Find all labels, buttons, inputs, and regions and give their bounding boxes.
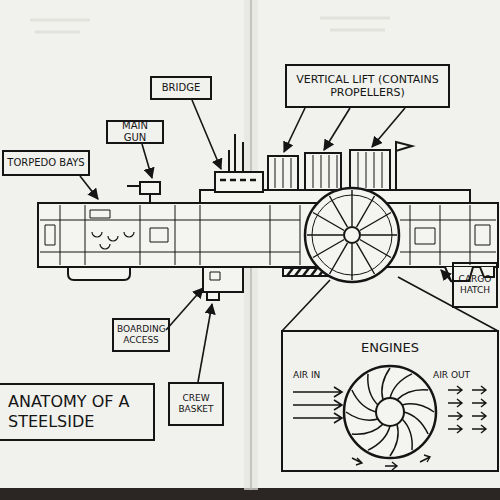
airship bbox=[38, 134, 498, 300]
hull-panels bbox=[40, 205, 496, 265]
air-in-arrows bbox=[293, 387, 342, 423]
leader-line bbox=[324, 108, 350, 150]
bridge-tower bbox=[215, 172, 263, 192]
rotation-arrows bbox=[352, 455, 430, 470]
hatch bbox=[210, 272, 220, 280]
leader-line bbox=[372, 108, 405, 147]
lift-housing bbox=[350, 150, 390, 190]
title-text: ANATOMY OF A STEELSIDE bbox=[8, 392, 145, 432]
leader-line bbox=[284, 108, 305, 152]
callout-label: TORPEDO BAYS bbox=[7, 157, 85, 169]
bridge-windows bbox=[220, 179, 256, 182]
callout-box: BRIDGE bbox=[150, 76, 212, 100]
fan-blades bbox=[346, 368, 434, 456]
lift-housing bbox=[305, 153, 341, 190]
lift-grille bbox=[275, 152, 382, 188]
air-out-arrows bbox=[448, 386, 486, 433]
leader-line bbox=[192, 100, 221, 169]
flow-label: AIR IN bbox=[293, 370, 353, 381]
flow-label: AIR OUT bbox=[433, 370, 497, 381]
callout-label: CARGO HATCH bbox=[457, 274, 493, 296]
gun-barrel bbox=[127, 186, 150, 203]
torpedo-tubes bbox=[92, 232, 134, 249]
callout-box: CARGO HATCH bbox=[452, 262, 498, 308]
gun-turret bbox=[140, 182, 160, 194]
flag bbox=[396, 142, 412, 151]
callout-label: BOARDING ACCESS bbox=[117, 324, 165, 346]
propeller-disk bbox=[305, 188, 399, 282]
callout-label: BRIDGE bbox=[155, 82, 207, 94]
fan-casing bbox=[344, 366, 436, 458]
leader-line bbox=[166, 288, 203, 330]
hull-details bbox=[45, 210, 490, 245]
leaders bbox=[80, 100, 498, 382]
callout-box: VERTICAL LIFT (CONTAINS PROPELLERS) bbox=[285, 64, 450, 108]
title-box: ANATOMY OF A STEELSIDE bbox=[0, 383, 155, 441]
engine-detail bbox=[293, 366, 486, 470]
callout-label: VERTICAL LIFT (CONTAINS PROPELLERS) bbox=[292, 73, 444, 99]
callout-label: CREW BASKET bbox=[173, 393, 219, 415]
propeller-hub bbox=[344, 227, 360, 243]
hull bbox=[38, 203, 498, 267]
propeller-spokes bbox=[307, 190, 397, 280]
leader-line bbox=[198, 304, 212, 382]
callout-box: TORPEDO BAYS bbox=[2, 150, 90, 176]
masts bbox=[229, 134, 243, 172]
fan-hub bbox=[376, 398, 404, 426]
callout-label: MAIN GUN bbox=[111, 120, 159, 144]
callout-box: BOARDING ACCESS bbox=[112, 318, 170, 352]
crew-basket bbox=[207, 292, 219, 300]
callout-box: MAIN GUN bbox=[106, 120, 164, 144]
leader-line bbox=[441, 270, 452, 282]
leader-line bbox=[142, 144, 152, 178]
callout-box: CREW BASKET bbox=[168, 382, 224, 426]
panel-heading: ENGINES bbox=[283, 340, 497, 356]
gondola bbox=[203, 267, 243, 292]
hull-keel bbox=[68, 266, 130, 280]
leader-line bbox=[80, 176, 98, 199]
engine-panel: ENGINES AIR IN AIR OUT bbox=[281, 330, 499, 472]
